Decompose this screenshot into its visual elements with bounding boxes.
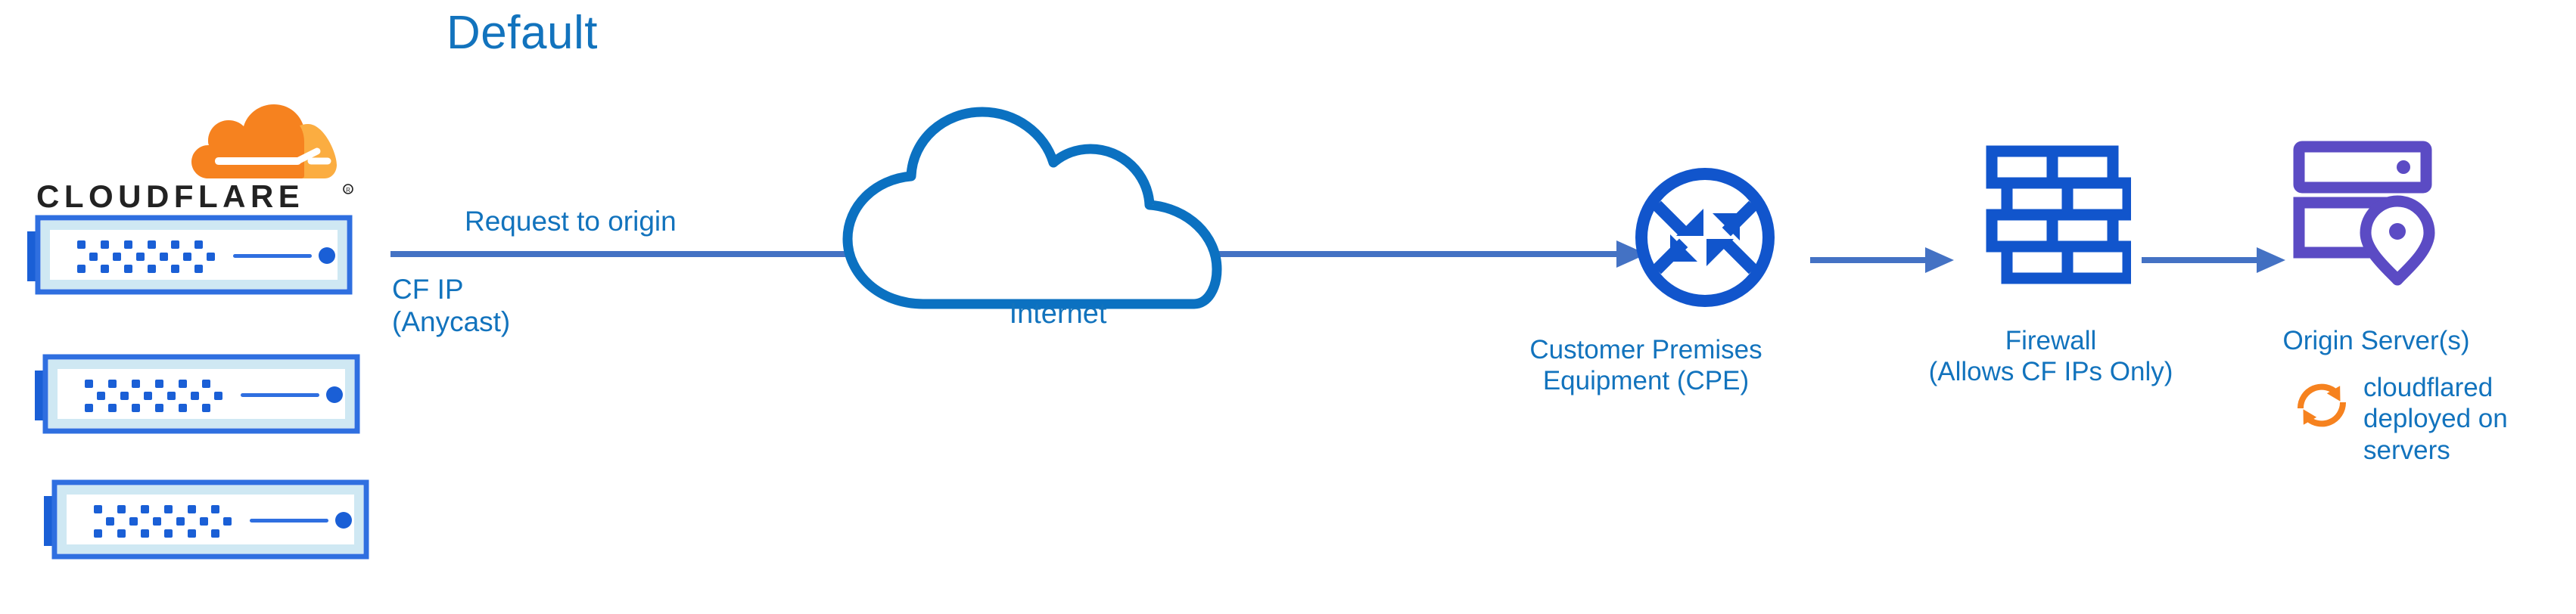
sync-arrows-icon <box>2297 383 2347 427</box>
cloud-icon <box>842 107 1222 309</box>
firewall-label: Firewall (Allows CF IPs Only) <box>1928 326 2173 387</box>
router-icon <box>1635 168 1775 307</box>
internet-label: Internet <box>1009 298 1107 330</box>
page-title: Default <box>446 7 598 59</box>
arrow-cpe-to-firewall <box>1810 247 1954 273</box>
cloudflare-wordmark: CLOUDFLARE R <box>36 178 353 214</box>
cf-ip-anycast-label: CF IP (Anycast) <box>392 274 511 337</box>
svg-text:R: R <box>346 187 350 194</box>
request-to-origin-label: Request to origin <box>465 206 677 237</box>
origin-server-label: Origin Server(s) <box>2282 326 2470 355</box>
cloudflared-deployment-note: cloudflared deployed on servers <box>2363 373 2508 465</box>
arrow-firewall-to-origin <box>2142 247 2285 273</box>
cpe-label: Customer Premises Equipment (CPE) <box>1529 335 1762 396</box>
cloudflare-cloud-mark <box>191 104 337 178</box>
server-rack-icon <box>44 479 369 560</box>
server-rack-icon <box>35 354 360 434</box>
brick-wall-icon <box>1986 145 2131 284</box>
origin-server-icon <box>2293 141 2435 286</box>
svg-text:CLOUDFLARE: CLOUDFLARE <box>36 178 304 214</box>
cloudflare-logo: CLOUDFLARE R <box>36 97 362 218</box>
server-rack-icon <box>27 215 353 295</box>
